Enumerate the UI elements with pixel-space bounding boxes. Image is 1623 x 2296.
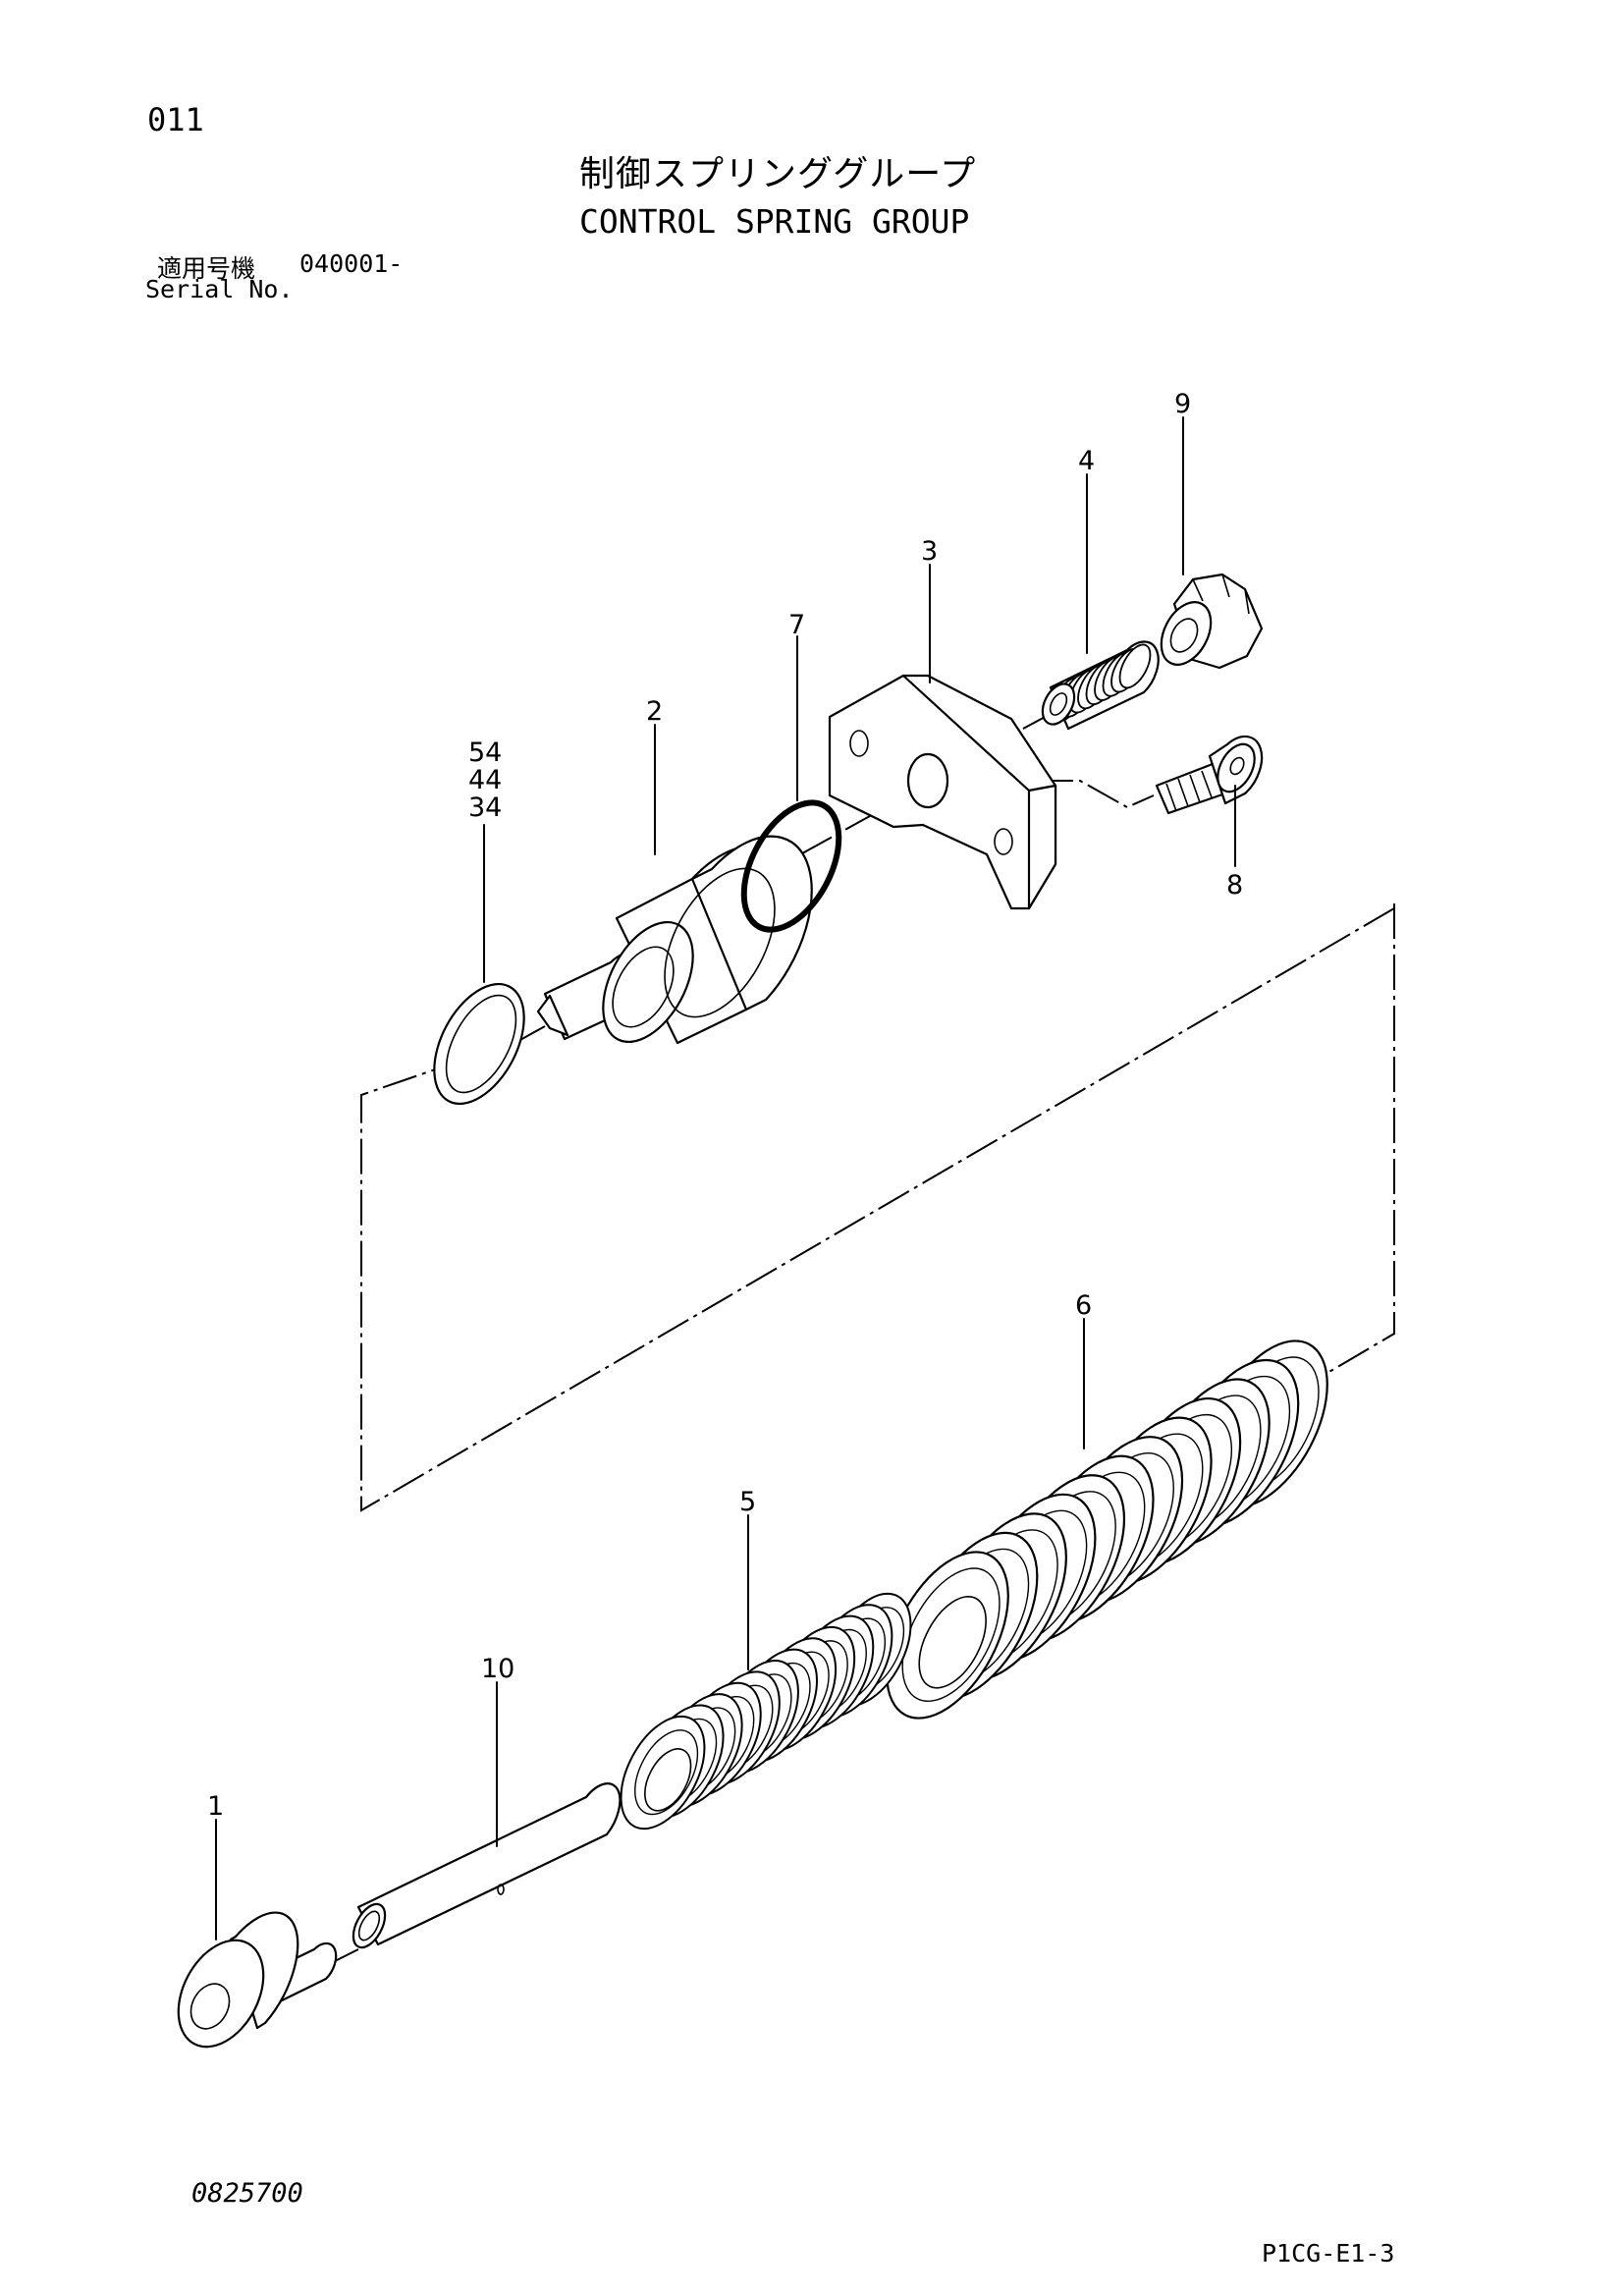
outer-spring [886, 1339, 1328, 1720]
o-ring [740, 799, 842, 933]
cover-plate [828, 674, 1057, 910]
callout-44: 44 [468, 765, 502, 795]
piston [536, 835, 813, 1045]
callout-5: 5 [739, 1487, 756, 1517]
callout-4: 4 [1078, 446, 1095, 476]
callout-10: 10 [481, 1654, 514, 1684]
page-title-japanese: 制御スプリンググループ [579, 154, 977, 194]
socket-bolt [1155, 735, 1264, 815]
screw-plug-threads [1049, 640, 1160, 731]
page-number: 011 [147, 101, 204, 138]
spring-coil-inner [901, 1567, 1001, 1702]
page-code: P1CG-E1-3 [1262, 2239, 1395, 2268]
callout-34: 34 [468, 793, 502, 823]
callout-labels: 9 4 3 7 2 54 44 34 8 6 5 10 1 [207, 389, 1243, 1822]
page-title-english: CONTROL SPRING GROUP [579, 202, 970, 241]
shim [433, 982, 525, 1106]
callout-7: 7 [788, 610, 805, 640]
spring-end-opening [918, 1595, 987, 1689]
spring-coil [620, 1715, 706, 1831]
spring-end-opening [644, 1748, 692, 1812]
serial-range: 040001- [299, 249, 404, 278]
inner-spring [620, 1592, 912, 1831]
serial-label-japanese: 適用号機 [157, 254, 256, 283]
inner-spring-coils [620, 1592, 912, 1831]
pin [352, 1782, 622, 1949]
callout-leaders [215, 416, 1236, 1941]
lock-nut [1160, 573, 1264, 670]
serial-label-english: Serial No. [145, 275, 294, 303]
spring-seat [177, 1911, 338, 2049]
callout-8: 8 [1226, 870, 1243, 901]
drawing-number: 0825700 [191, 2178, 303, 2209]
spring-coil-inner [634, 1729, 699, 1816]
callout-2: 2 [646, 696, 663, 727]
callout-3: 3 [921, 536, 938, 567]
screw-plug-thread [1118, 643, 1152, 689]
callout-1: 1 [207, 1791, 224, 1822]
callout-6: 6 [1075, 1290, 1092, 1321]
screw-plug [1041, 640, 1160, 731]
callout-9: 9 [1174, 389, 1191, 419]
callout-54: 54 [468, 738, 502, 768]
outer-spring-coils [886, 1339, 1328, 1720]
